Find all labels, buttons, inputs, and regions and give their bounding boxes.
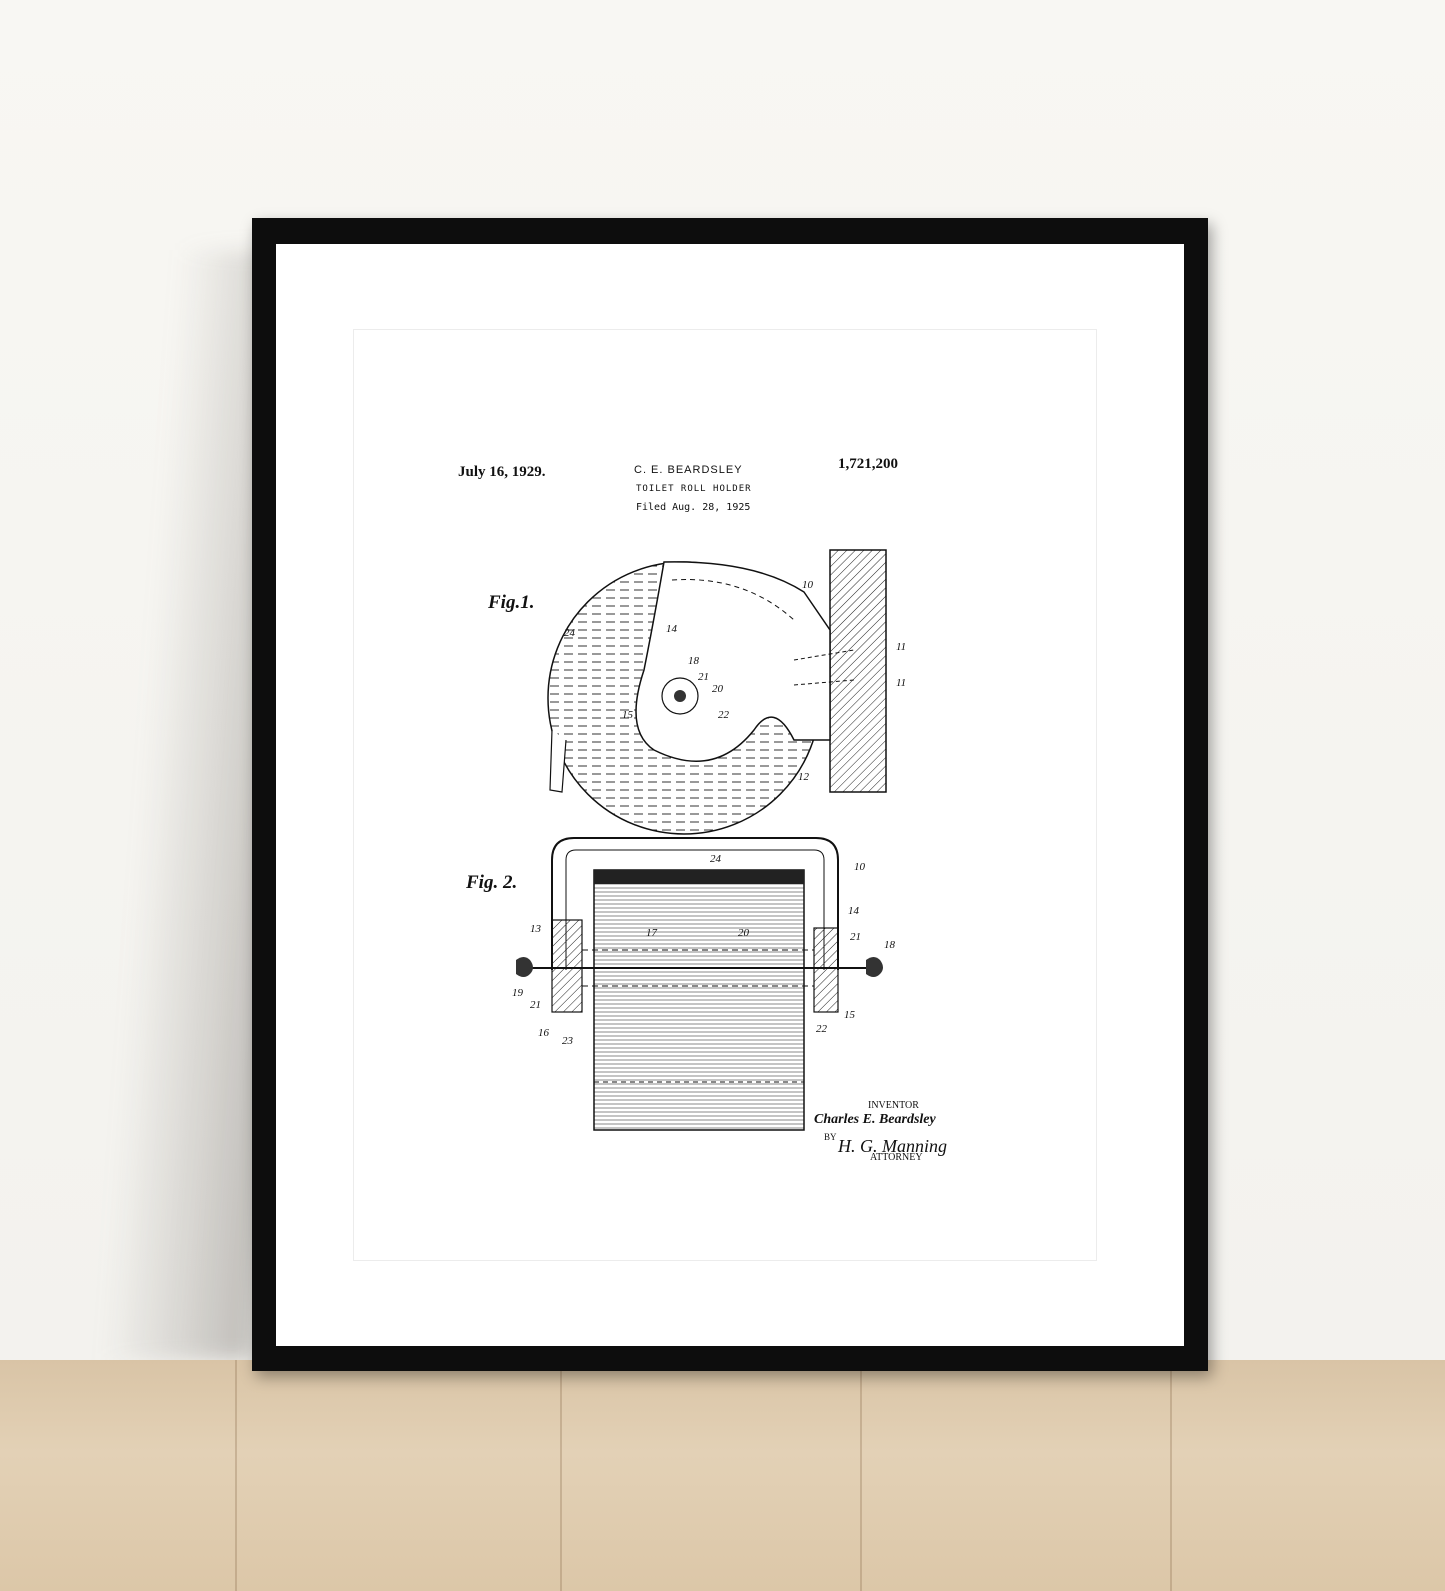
fig1-arm-hidden-line bbox=[671, 579, 795, 621]
fig2-reference-number: 22 bbox=[816, 1023, 828, 1035]
fig1-reference-number: 24 bbox=[564, 627, 576, 639]
fig2-reference-number: 18 bbox=[884, 939, 896, 951]
fig2-reference-number: 13 bbox=[530, 923, 542, 935]
fig1-reference-number: 18 bbox=[688, 655, 700, 667]
fig2-label: Fig. 2. bbox=[466, 872, 518, 893]
fig1-reference-number: 11 bbox=[896, 641, 906, 653]
floor-plank-seam bbox=[235, 1360, 237, 1591]
patent-date: July 16, 1929. bbox=[458, 464, 546, 480]
by-caption: BY bbox=[824, 1132, 837, 1142]
fig1-reference-number: 10 bbox=[802, 579, 814, 591]
fig1-screw bbox=[793, 679, 855, 686]
fig1-reference-number: 20 bbox=[712, 683, 724, 695]
fig2-reference-number: 15 bbox=[844, 1009, 856, 1021]
fig1-reference-number: 21 bbox=[698, 671, 709, 683]
patent-print: July 16, 1929. C. E. BEARDSLEY 1,721,200… bbox=[353, 329, 1097, 1261]
fig2-reference-number: 17 bbox=[646, 927, 658, 939]
floor-plank-seam bbox=[860, 1360, 862, 1591]
fig2-reference-number: 10 bbox=[854, 861, 866, 873]
fig2-left-knob bbox=[516, 957, 533, 977]
fig1-paper-tail bbox=[549, 729, 567, 793]
fig2-holder-frame-inner bbox=[565, 849, 825, 970]
fig1-reference-number: 22 bbox=[718, 709, 730, 721]
patent-filed-date: Filed Aug. 28, 1925 bbox=[636, 502, 751, 513]
fig1-axle bbox=[674, 690, 686, 702]
fig1-reference-number: 14 bbox=[666, 623, 678, 635]
attorney-caption: ATTORNEY bbox=[870, 1152, 923, 1163]
fig2-reference-number: 14 bbox=[848, 905, 860, 917]
fig1-label: Fig.1. bbox=[488, 592, 535, 613]
fig1-wall bbox=[829, 549, 887, 793]
fig1-holder-arm bbox=[635, 561, 831, 762]
fig2-reference-number: 19 bbox=[512, 987, 524, 999]
fig1-reference-number: 11 bbox=[896, 677, 906, 689]
inventor-caption: INVENTOR bbox=[868, 1100, 919, 1111]
patent-number: 1,721,200 bbox=[838, 456, 898, 472]
floor-plank-seam bbox=[560, 1360, 562, 1591]
fig2-reference-number: 21 bbox=[530, 999, 541, 1011]
fig2-paper-roll bbox=[593, 869, 805, 1131]
patent-title: TOILET ROLL HOLDER bbox=[636, 484, 752, 494]
fig1-reference-number: 12 bbox=[798, 771, 810, 783]
floor-plank-seam bbox=[1170, 1360, 1172, 1591]
fig1-reference-number: 15 bbox=[622, 709, 634, 721]
fig2-reference-number: 16 bbox=[538, 1027, 550, 1039]
fig2-left-bracket bbox=[551, 919, 583, 1013]
fig2-right-bracket bbox=[813, 927, 839, 1013]
fig2-reference-number: 23 bbox=[562, 1035, 574, 1047]
patent-inventor-header: C. E. BEARDSLEY bbox=[634, 464, 743, 476]
fig2-drawing bbox=[516, 837, 883, 1131]
fig2-holder-frame bbox=[551, 837, 839, 970]
attorney-signature: H. G. Manning bbox=[838, 1136, 947, 1156]
fig2-reference-number: 20 bbox=[738, 927, 750, 939]
wooden-floor bbox=[0, 1360, 1445, 1591]
fig2-right-knob bbox=[866, 957, 883, 977]
fig2-reference-number: 21 bbox=[850, 931, 861, 943]
inventor-signature-name: Charles E. Beardsley bbox=[814, 1112, 936, 1127]
fig1-drawing bbox=[547, 549, 887, 835]
fig2-roll-top bbox=[594, 870, 804, 884]
fig2-reference-number: 24 bbox=[710, 853, 722, 865]
fig1-screw bbox=[793, 649, 855, 661]
